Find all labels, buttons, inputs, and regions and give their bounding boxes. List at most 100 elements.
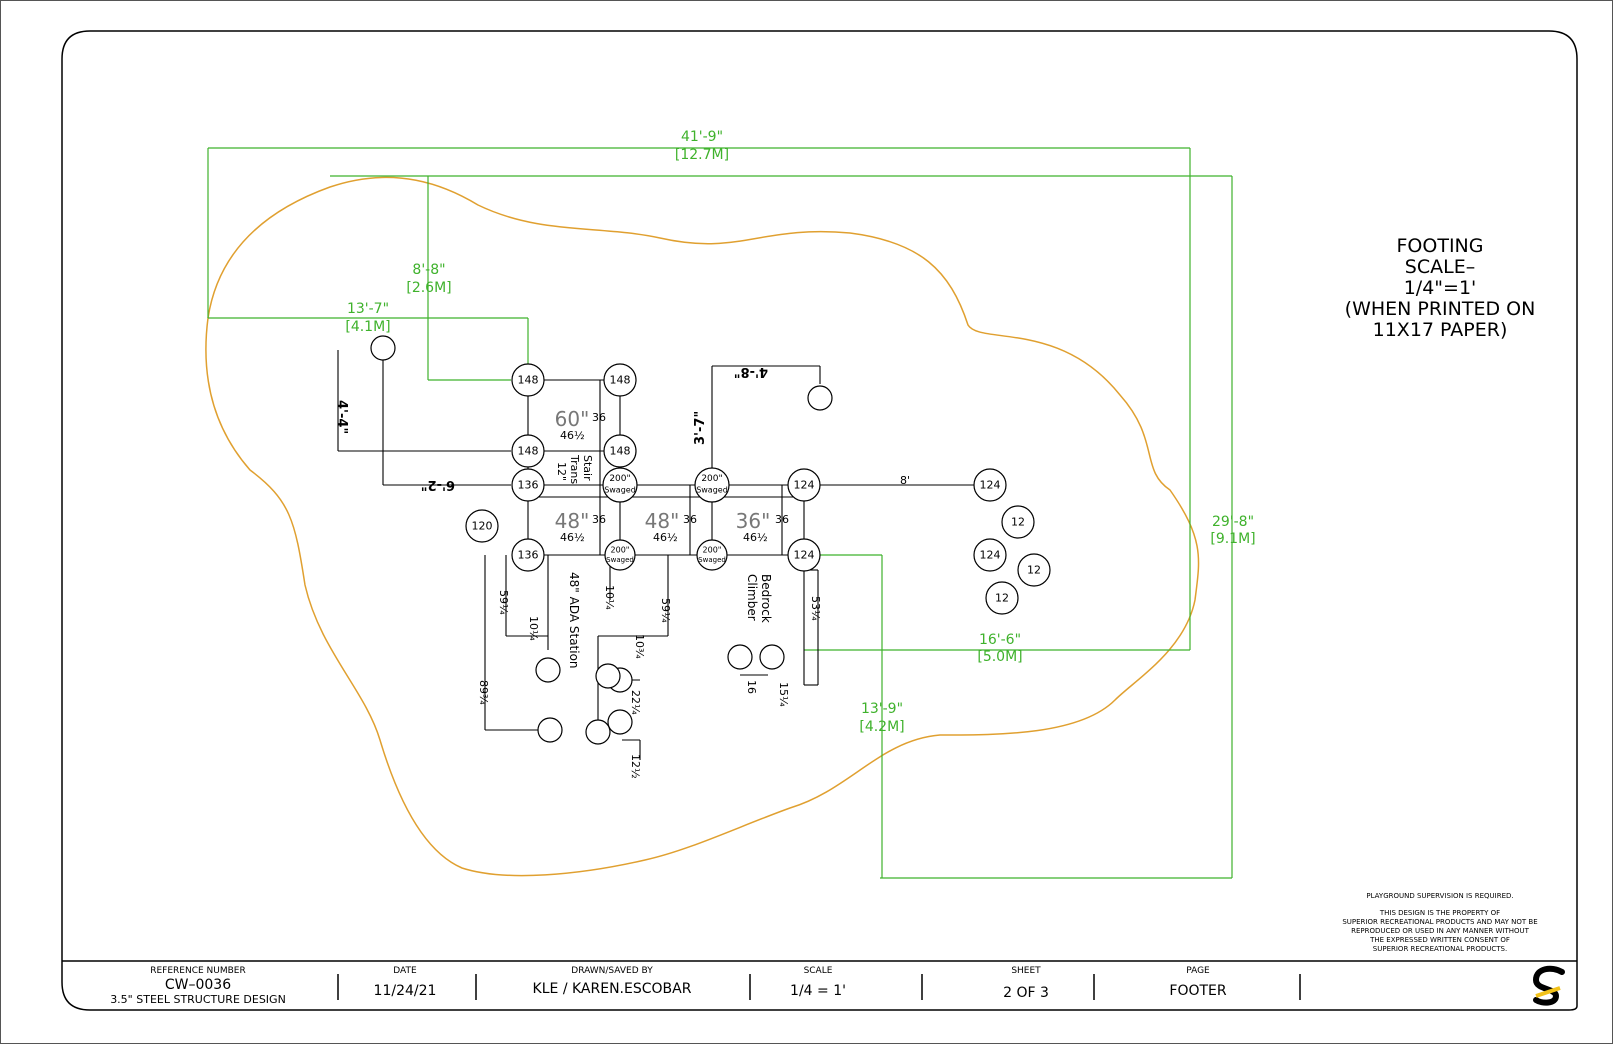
note-property-5: SUPERIOR RECREATIONAL PRODUCTS.: [1373, 945, 1507, 953]
dim-overall-depth-m: [9.1M]: [1210, 531, 1255, 547]
sd-g: 22¼: [629, 690, 642, 715]
deck-48a: 48": [555, 509, 590, 533]
ref-sub: 3.5" STEEL STRUCTURE DESIGN: [110, 993, 286, 1006]
post-124a: 124: [794, 479, 815, 492]
post-124d: 124: [980, 549, 1001, 562]
deck-36: 36": [736, 509, 771, 533]
n36-c: 36: [683, 513, 697, 526]
title-line-2: SCALE–: [1405, 256, 1475, 278]
date-label: DATE: [393, 966, 417, 976]
swaged-1: 200": [609, 474, 630, 484]
post-148b: 148: [610, 374, 631, 387]
dim-4-4: 4'-4": [334, 400, 349, 434]
post-124b: 124: [980, 479, 1001, 492]
drawing-title: FOOTING SCALE– 1/4"=1' (WHEN PRINTED ON …: [1345, 235, 1536, 341]
post-12b: 12: [1027, 564, 1041, 577]
deck-48b: 48": [645, 509, 680, 533]
dim-overall-width: 41'-9": [681, 129, 723, 145]
n46-a: 46½: [560, 429, 585, 442]
footing-posts: [370, 335, 1051, 745]
n36-b: 36: [592, 513, 606, 526]
post-136b: 136: [518, 549, 539, 562]
dim-13-9-m: [4.2M]: [859, 719, 904, 735]
dimension-labels-green: 41'-9" [12.7M] 29'-8" [9.1M] 8'-8" [2.6M…: [345, 129, 1255, 735]
note-property-1: THIS DESIGN IS THE PROPERTY OF: [1379, 909, 1500, 917]
page-value: FOOTER: [1169, 983, 1226, 999]
sd-d: 59¼: [659, 598, 672, 623]
dim-8: 8': [900, 474, 910, 487]
component-labels: 60" 48" 48" 36" 36 36 36 36 46½ 46½ 46½ …: [555, 407, 789, 669]
post-120: 120: [472, 520, 493, 533]
title-block: REFERENCE NUMBER CW–0036 3.5" STEEL STRU…: [62, 960, 1577, 1006]
bedrock-1: Bedrock: [759, 574, 773, 623]
dim-16-6: 16'-6": [979, 632, 1021, 648]
trans-stair-3: Stair: [581, 455, 594, 481]
sd-h: 12½: [629, 754, 642, 779]
swaged-2: 200": [701, 474, 722, 484]
surfacing-boundary: [205, 176, 1200, 877]
sd-c: 10¼: [603, 585, 616, 610]
sd-k: 15¼: [777, 682, 790, 707]
dimension-lines: [207, 147, 1233, 879]
n46-c: 46½: [653, 531, 678, 544]
swaged-3: 200": [611, 546, 630, 555]
dim-6-2: 6'-2": [421, 477, 455, 492]
n36-d: 36: [775, 513, 789, 526]
dim-4-8: 4'-8": [734, 364, 768, 379]
sd-f: 89¾: [477, 680, 490, 705]
scale-value: 1/4 = 1': [790, 983, 846, 999]
sd-e: 10¾: [633, 634, 646, 659]
post-12c: 12: [995, 592, 1009, 605]
dim-8-8: 8'-8": [412, 262, 445, 278]
company-logo: [1532, 965, 1565, 1006]
ada-station: 48" ADA Station: [567, 572, 581, 669]
trans-stair-1: 12": [555, 462, 568, 481]
n46-d: 46½: [743, 531, 768, 544]
swaged-4: 200": [703, 546, 722, 555]
post-12a: 12: [1011, 516, 1025, 529]
title-line-4: (WHEN PRINTED ON: [1345, 298, 1536, 320]
drawn-value: KLE / KAREN.ESCOBAR: [533, 981, 692, 997]
drawing-border: [61, 30, 1578, 1011]
dim-3-7: 3'-7": [693, 411, 708, 445]
swaged-1-sub: Swaged: [604, 486, 636, 495]
title-line-1: FOOTING: [1397, 235, 1484, 257]
sd-a: 59¼: [497, 590, 510, 615]
dim-13-7-m: [4.1M]: [345, 319, 390, 335]
sd-i: 53¼: [809, 596, 822, 621]
swaged-2-sub: Swaged: [696, 486, 728, 495]
note-property-3: REPRODUCED OR USED IN ANY MANNER WITHOUT: [1351, 927, 1530, 935]
note-supervision: PLAYGROUND SUPERVISION IS REQUIRED.: [1366, 892, 1513, 900]
ref-label: REFERENCE NUMBER: [150, 966, 246, 976]
post-136a: 136: [518, 479, 539, 492]
dim-13-7: 13'-7": [347, 301, 389, 317]
swaged-3-sub: Swaged: [606, 556, 634, 564]
note-property-4: THE EXPRESSED WRITTEN CONSENT OF: [1369, 936, 1510, 944]
date-value: 11/24/21: [374, 983, 437, 999]
sheet-label: SHEET: [1011, 966, 1041, 976]
note-property-2: SUPERIOR RECREATIONAL PRODUCTS AND MAY N…: [1342, 918, 1537, 926]
drawn-label: DRAWN/SAVED BY: [571, 966, 653, 976]
sd-j: 16: [745, 680, 758, 694]
post-124c: 124: [794, 549, 815, 562]
deck-60: 60": [555, 407, 590, 431]
trans-stair-2: Trans: [568, 454, 581, 484]
n36-a: 36: [592, 411, 606, 424]
sheet-value: 2 OF 3: [1003, 985, 1049, 1001]
bedrock-2: Climber: [745, 574, 759, 621]
title-line-3: 1/4"=1': [1404, 277, 1477, 299]
post-labels: 148 148 148 148 136 136 120 124 124 124 …: [472, 374, 1042, 605]
title-line-5: 11X17 PAPER): [1373, 319, 1508, 341]
dim-8-8-m: [2.6M]: [406, 280, 451, 296]
dim-13-9: 13'-9": [861, 701, 903, 717]
swaged-4-sub: Swaged: [698, 556, 726, 564]
dim-16-6-m: [5.0M]: [977, 649, 1022, 665]
sd-b: 10¼: [527, 616, 540, 641]
structure-lines: [337, 350, 990, 760]
post-148d: 148: [610, 445, 631, 458]
scale-label: SCALE: [804, 966, 833, 976]
post-148a: 148: [518, 374, 539, 387]
dim-overall-depth: 29'-8": [1212, 514, 1254, 530]
